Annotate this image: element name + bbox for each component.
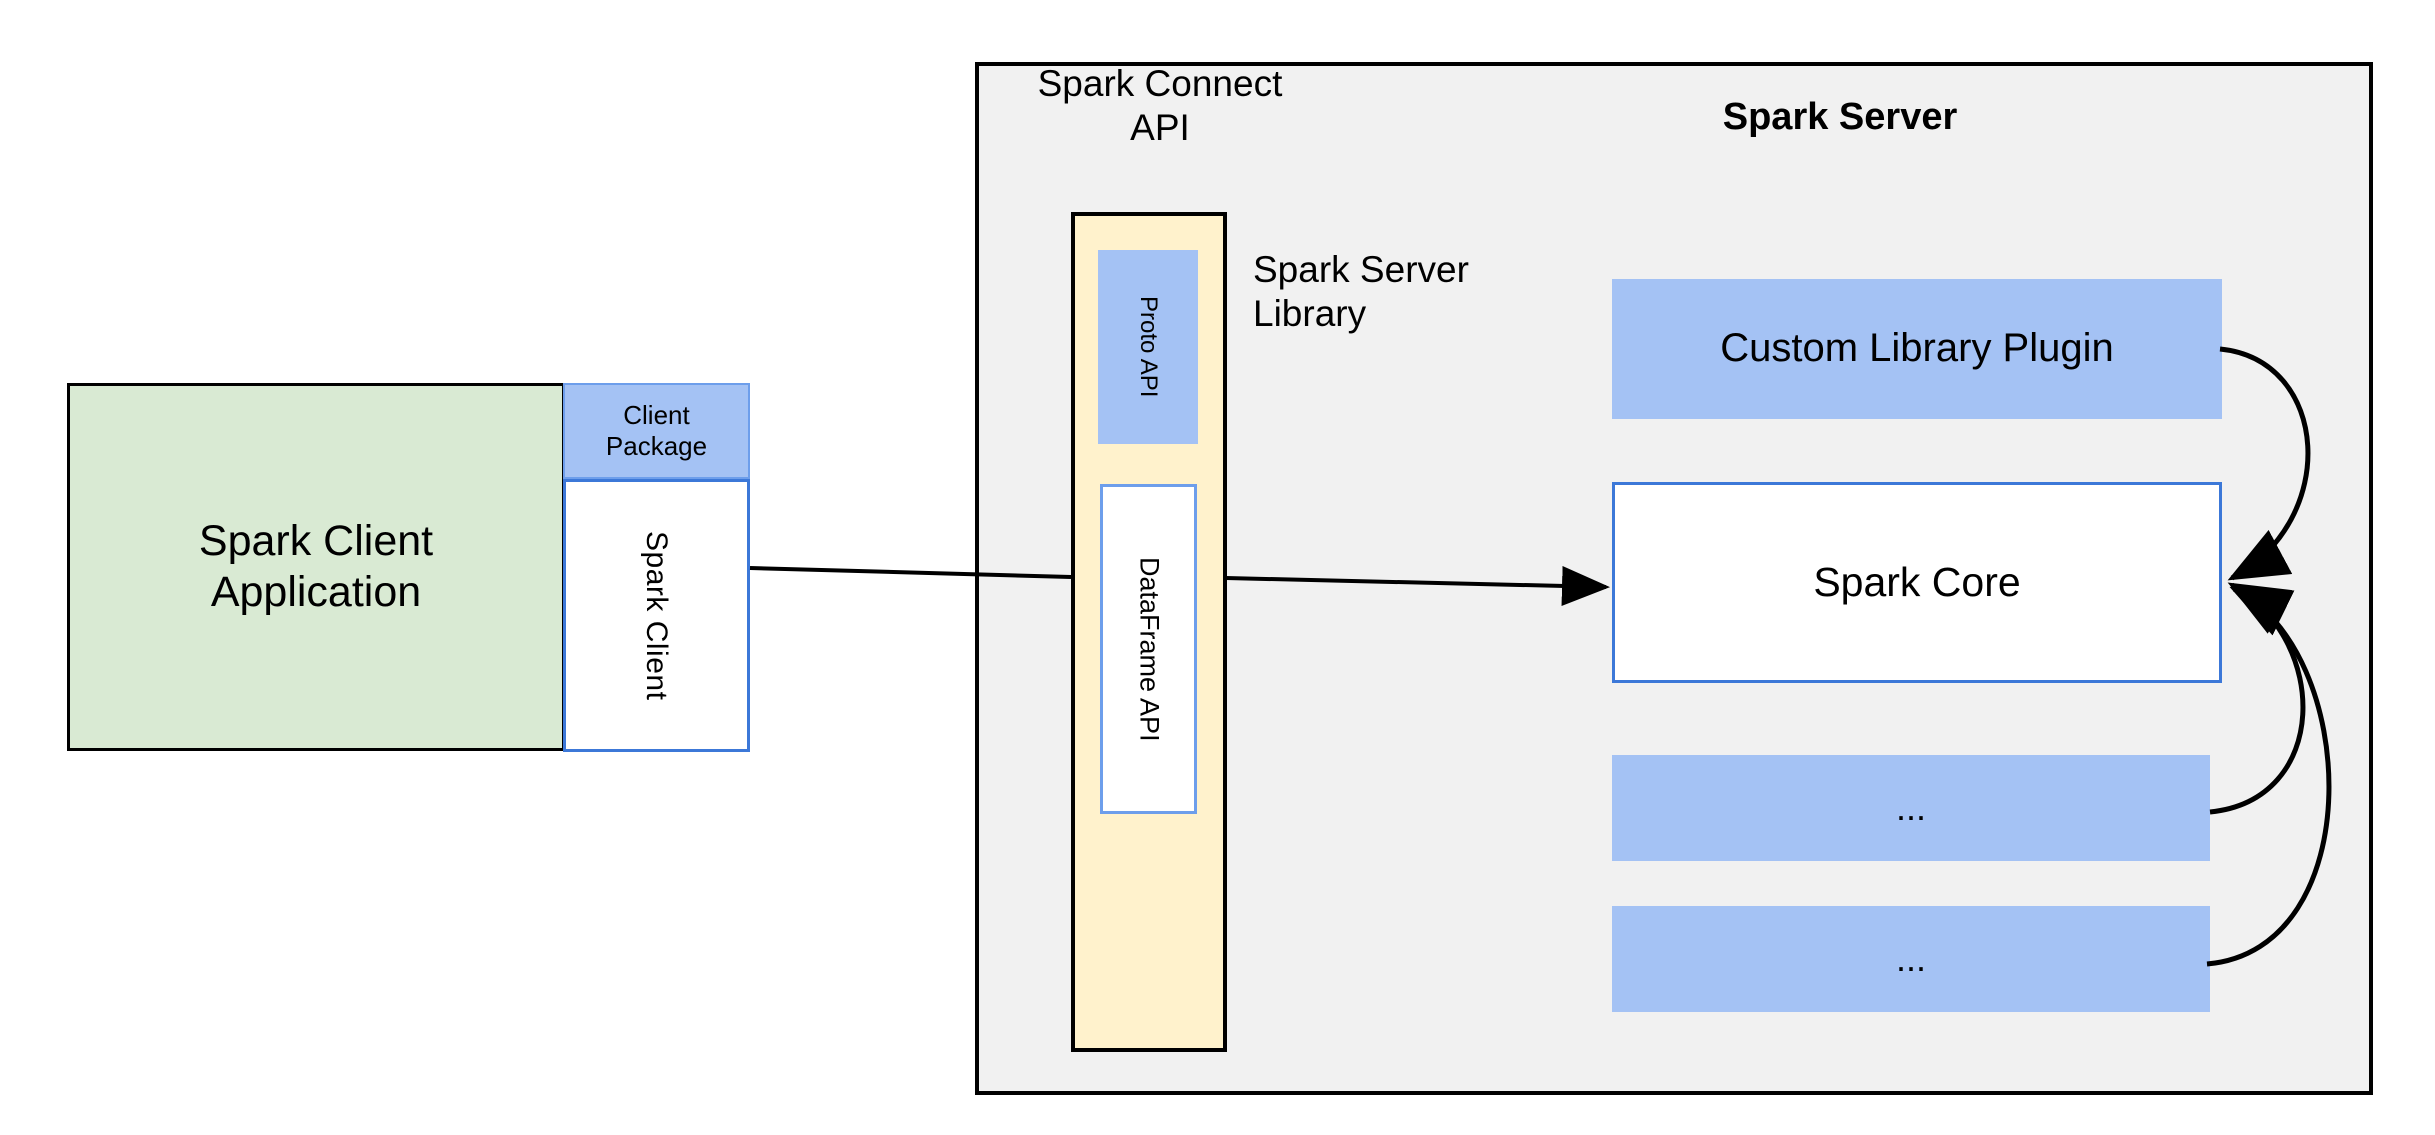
proto-api-label: Proto API: [1135, 296, 1163, 398]
additional-plugin-box-2[interactable]: ...: [1612, 906, 2210, 1012]
spark-client-application-label: Spark Client Application: [198, 517, 434, 616]
spark-core-label: Spark Core: [1813, 559, 2021, 606]
spark-server-library-label: Spark Server Library: [1253, 249, 1469, 335]
spark-client-box[interactable]: Spark Client: [563, 479, 750, 752]
spark-client-label: Spark Client: [640, 530, 674, 701]
dataframe-api-label: DataFrame API: [1134, 556, 1165, 742]
spark-connect-api-label: Spark Connect API: [1037, 63, 1283, 149]
client-package-box[interactable]: Client Package: [563, 383, 750, 479]
additional-plugin-box-1[interactable]: ...: [1612, 755, 2210, 861]
client-package-label: Client Package: [605, 400, 708, 461]
proto-api-box[interactable]: Proto API: [1098, 250, 1198, 444]
spark-server-title: Spark Server: [1722, 96, 1958, 138]
additional-plugin-label-1: ...: [1895, 786, 1926, 828]
dataframe-api-box[interactable]: DataFrame API: [1100, 484, 1197, 814]
spark-core-box[interactable]: Spark Core: [1612, 482, 2222, 683]
additional-plugin-label-2: ...: [1895, 937, 1926, 979]
spark-client-application-box[interactable]: Spark Client Application: [67, 383, 565, 751]
custom-library-plugin-box[interactable]: Custom Library Plugin: [1612, 279, 2222, 419]
custom-library-plugin-label: Custom Library Plugin: [1720, 326, 2114, 371]
